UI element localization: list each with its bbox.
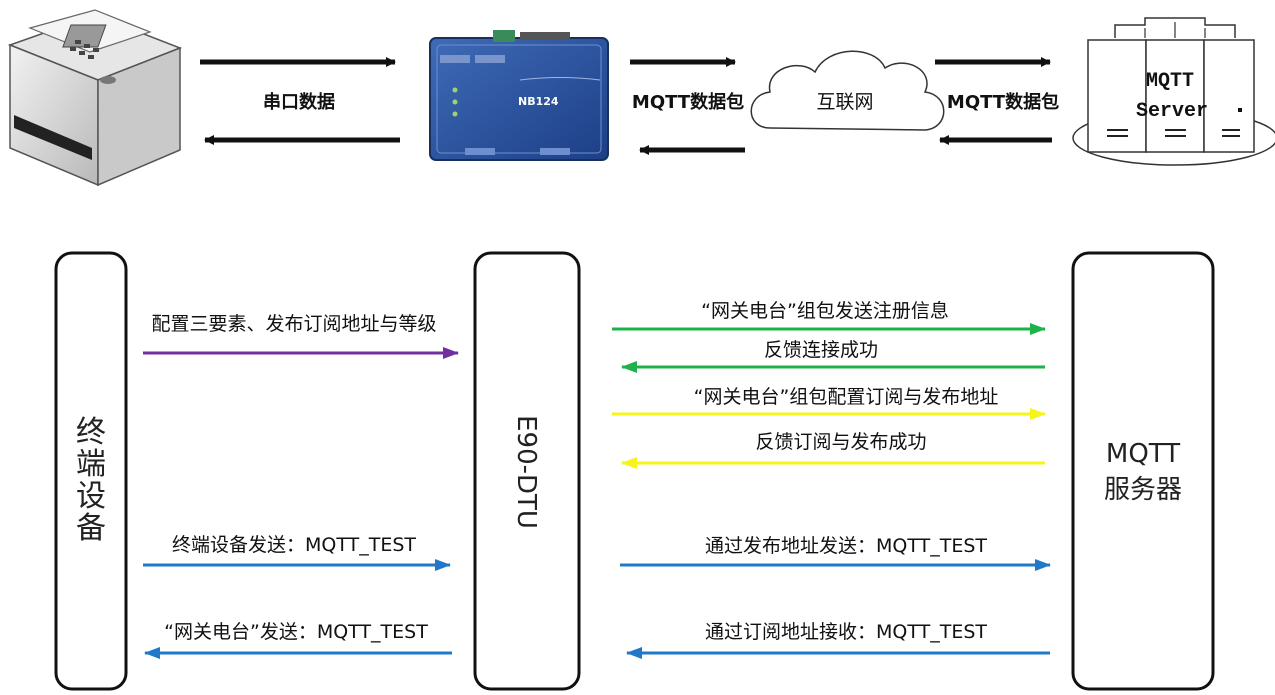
terminal-column-box <box>54 251 128 691</box>
server-column-label-line2: 服务器 <box>1104 475 1182 505</box>
msg-feedback-connect-label: 反馈连接成功 <box>764 339 878 361</box>
server-label-line2: Server <box>1136 100 1208 123</box>
internet-label: 互联网 <box>816 91 873 113</box>
terminal-char-3: 备 <box>76 511 106 546</box>
server-label-line1: MQTT <box>1146 70 1194 93</box>
mqtt-packet-left-label: MQTT数据包 <box>632 91 744 113</box>
dtu-device-icon: NB124 <box>429 30 609 161</box>
msg-subscribe-config-label: “网关电台”组包配置订阅与发布地址 <box>694 386 999 408</box>
msg-feedback-subscribe-label: 反馈订阅与发布成功 <box>755 431 926 453</box>
msg-config-label: 配置三要素、发布订阅地址与等级 <box>151 313 436 335</box>
terminal-char-0: 终 <box>76 415 106 450</box>
cloud-icon <box>750 50 945 131</box>
serial-data-label: 串口数据 <box>263 91 335 113</box>
printer-icon <box>7 9 183 187</box>
server-column-box <box>1071 251 1215 691</box>
dtu-column-label: E90-DTU <box>511 415 541 529</box>
terminal-char-2: 设 <box>76 479 106 514</box>
terminal-column-label: 终 端 设 备 <box>76 415 106 546</box>
msg-register-label: “网关电台”组包发送注册信息 <box>701 300 949 322</box>
msg-subscribe-receive-label: 通过订阅地址接收：MQTT_TEST <box>705 621 987 643</box>
msg-gateway-send-label: “网关电台”发送：MQTT_TEST <box>164 621 428 643</box>
dtu-model-label: NB124 <box>518 95 559 108</box>
terminal-char-1: 端 <box>76 447 106 482</box>
msg-terminal-send-label: 终端设备发送：MQTT_TEST <box>172 534 416 556</box>
msg-publish-send-label: 通过发布地址发送：MQTT_TEST <box>705 535 987 557</box>
server-icon <box>1072 17 1275 166</box>
dtu-column-box <box>473 251 581 691</box>
server-column-label-line1: MQTT <box>1106 439 1180 469</box>
mqtt-packet-right-label: MQTT数据包 <box>947 91 1059 113</box>
